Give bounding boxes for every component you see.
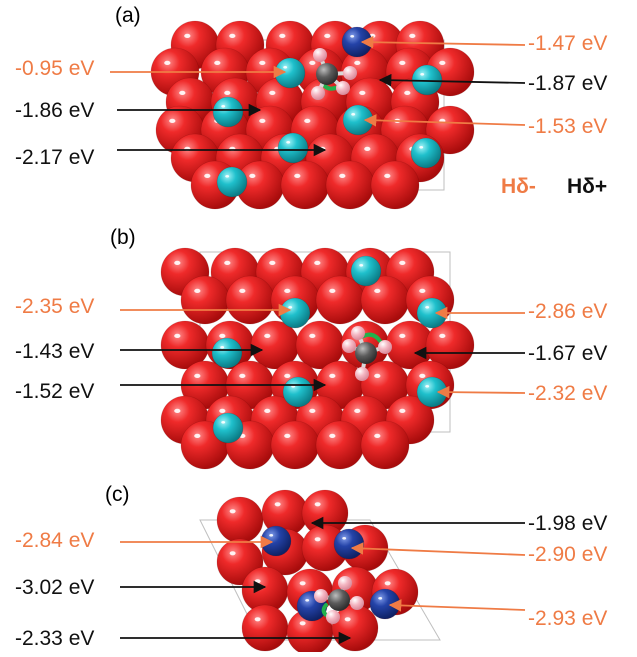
panel-b-label: (b) xyxy=(110,226,136,249)
panel-c-label: (c) xyxy=(105,483,130,506)
energy-label: -2.33 eV xyxy=(15,627,95,650)
oxygen-atom xyxy=(315,420,365,470)
hydrogen-atom xyxy=(338,576,352,590)
hydrogen-atom xyxy=(350,596,364,610)
oxygen-atom xyxy=(295,320,345,370)
annotation-arrows xyxy=(110,35,526,645)
annotation-arrow xyxy=(363,114,526,127)
cation-atom xyxy=(369,588,401,620)
hydrogen-atom xyxy=(342,339,356,353)
energy-label: -2.93 eV xyxy=(528,607,608,630)
cation-atom xyxy=(274,57,306,89)
cation-atom xyxy=(410,137,442,169)
annotation-arrow xyxy=(360,35,526,49)
atoms xyxy=(150,20,475,656)
energy-label: -1.87 eV xyxy=(528,72,608,95)
oxygen-atom xyxy=(180,275,230,325)
carbon-atom xyxy=(316,63,338,85)
energy-label: -1.43 eV xyxy=(15,340,95,363)
oxygen-atom xyxy=(241,604,289,652)
molecule-a xyxy=(311,48,357,100)
cation-atom xyxy=(211,337,243,369)
cation-atom xyxy=(260,525,292,557)
hydrogen-atom xyxy=(311,86,325,100)
hydrogen-atom xyxy=(343,66,357,80)
panel-a-label: (a) xyxy=(115,4,141,27)
energy-label: -2.32 eV xyxy=(528,382,608,405)
cation-atom xyxy=(333,528,365,560)
carbon-atom xyxy=(328,589,350,611)
cation-atom xyxy=(277,132,309,164)
hydrogen-atom xyxy=(326,610,340,624)
oxygen-atom xyxy=(270,420,320,470)
energy-label: -2.35 eV xyxy=(15,295,95,318)
oxygen-atom xyxy=(331,604,379,652)
hydrogen-atom xyxy=(378,340,392,354)
hydrogen-atom xyxy=(314,589,328,603)
hydrogen-atom xyxy=(313,48,327,62)
oxygen-atom xyxy=(370,160,420,210)
cation-atom xyxy=(282,376,314,408)
molecule-c xyxy=(314,576,364,624)
cation-atom xyxy=(350,255,382,287)
oxygen-atom xyxy=(225,275,275,325)
annotation-arrow xyxy=(350,542,526,556)
cation-atom xyxy=(216,166,248,198)
energy-label: -1.52 eV xyxy=(15,380,95,403)
energy-label: -0.95 eV xyxy=(15,57,95,80)
annotation-arrow xyxy=(378,73,526,87)
energy-label: -3.02 eV xyxy=(15,576,95,599)
annotation-arrow xyxy=(436,385,526,399)
energy-label: -1.67 eV xyxy=(528,342,608,365)
energy-label: -2.17 eV xyxy=(15,146,95,169)
cation-atom xyxy=(279,297,311,329)
oxygen-atom xyxy=(216,496,264,544)
energy-label: -1.86 eV xyxy=(15,99,95,122)
cation-atom xyxy=(212,96,244,128)
energy-label: -2.84 eV xyxy=(15,529,95,552)
energy-label: -1.47 eV xyxy=(528,32,608,55)
energy-label: -1.53 eV xyxy=(528,115,608,138)
annotation-arrow xyxy=(388,599,526,612)
oxygen-atom xyxy=(425,105,475,155)
oxygen-atom xyxy=(325,160,375,210)
molecule-b xyxy=(342,326,392,381)
oxygen-atom xyxy=(280,160,330,210)
energy-label: -1.98 eV xyxy=(528,512,608,535)
cation-atom xyxy=(342,104,374,136)
hydrogen-atom xyxy=(355,367,369,381)
oxygen-atom xyxy=(160,320,210,370)
carbon-atom xyxy=(355,342,377,364)
legend-h-plus: Hδ+ xyxy=(567,175,608,198)
hydrogen-atom xyxy=(336,81,350,95)
energy-label: -2.86 eV xyxy=(528,300,608,323)
oxygen-atom xyxy=(360,420,410,470)
energy-label: -2.90 eV xyxy=(528,543,608,566)
legend-h-minus: Hδ- xyxy=(501,175,536,198)
oxygen-atom xyxy=(425,320,475,370)
cation-atom xyxy=(212,412,244,444)
hydrogen-atom xyxy=(351,326,365,340)
adsorbed-molecules xyxy=(311,48,392,624)
